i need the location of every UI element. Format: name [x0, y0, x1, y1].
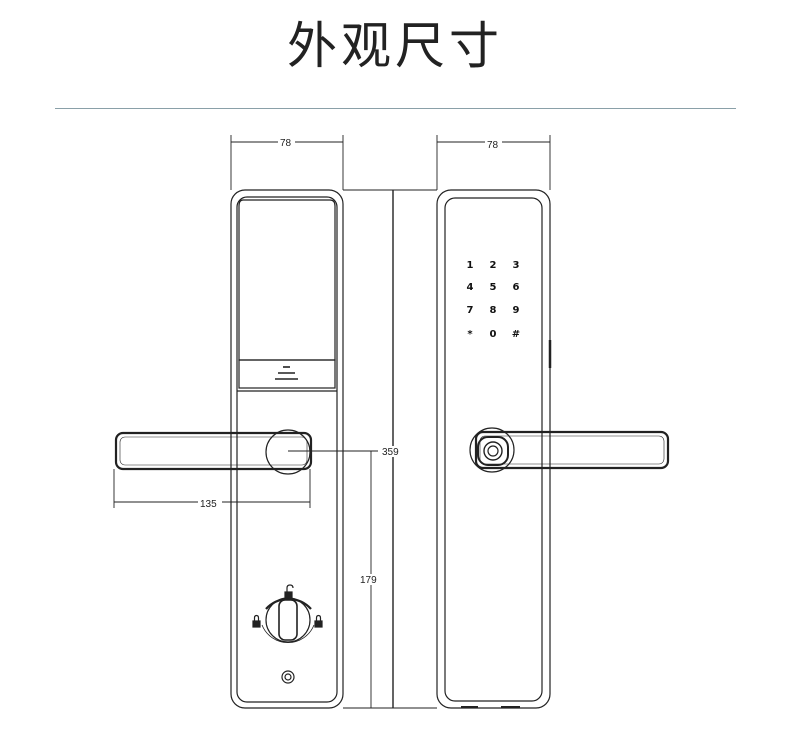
- fingerprint-icon: [477, 436, 509, 466]
- front-lock-view: [114, 189, 344, 709]
- keyhole: [281, 670, 295, 684]
- front-window: [238, 199, 336, 361]
- back-inner-panel: [444, 197, 543, 702]
- title-divider: [55, 108, 736, 109]
- dim-total-height: 359: [382, 447, 399, 458]
- keypad-key: 0: [490, 329, 497, 340]
- keypad-key: 1: [467, 260, 474, 271]
- keypad-key: 6: [513, 282, 520, 293]
- dim-back-width: 78: [487, 140, 499, 151]
- front-indicator-icon: [275, 366, 298, 380]
- keypad-key: 5: [490, 282, 497, 293]
- unlock-icon: [284, 584, 294, 599]
- keypad: 1 2 3 4 5 6 7 8 9 * 0 #: [467, 260, 521, 340]
- keypad-key: 4: [467, 282, 474, 293]
- back-outer-panel: [436, 189, 551, 709]
- dim-front-width: 78: [280, 138, 292, 149]
- keypad-key: 8: [490, 305, 497, 316]
- page-title: 外观尺寸: [287, 17, 503, 75]
- keypad-key: 3: [513, 260, 520, 271]
- dim-lower-height: 179: [360, 575, 377, 586]
- back-lock-view: [436, 189, 670, 709]
- thumb-turn-knob: [261, 597, 315, 644]
- dimension-labels: 78 78 359 135 179: [198, 136, 502, 586]
- front-inner-panel: [236, 196, 338, 703]
- keypad-key: *: [467, 329, 473, 340]
- keypad-key: 9: [513, 305, 520, 316]
- keypad-key: #: [512, 329, 520, 340]
- front-outer-panel: [230, 189, 344, 709]
- keypad-key: 7: [467, 305, 474, 316]
- front-handle: [114, 431, 313, 471]
- lock-icon-left: [252, 614, 261, 628]
- fingerprint-rosette: [469, 427, 515, 473]
- dim-handle-length: 135: [200, 499, 217, 510]
- dimension-lines: [113, 135, 551, 709]
- keypad-key: 2: [490, 260, 497, 271]
- front-window-bottom-band: [238, 359, 336, 389]
- lock-icon-right: [314, 614, 323, 628]
- front-handle-rosette: [265, 429, 311, 475]
- back-handle: [474, 430, 670, 470]
